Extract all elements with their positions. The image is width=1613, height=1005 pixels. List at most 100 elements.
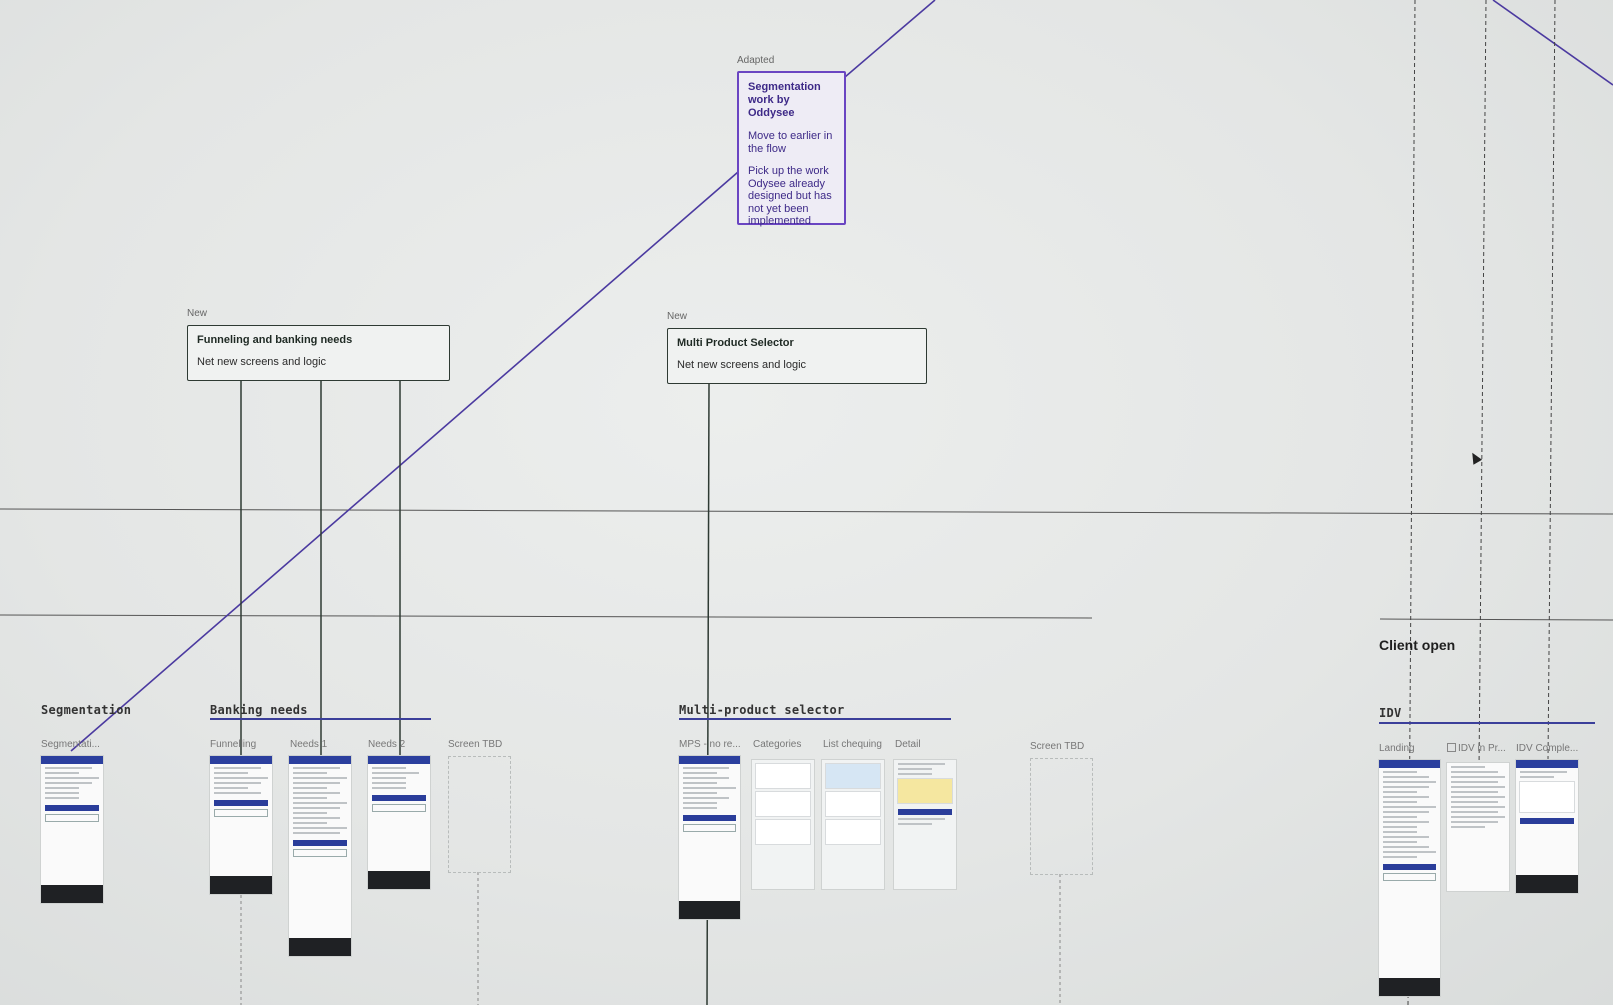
screen-line	[1383, 821, 1429, 823]
screen-thumb-segmentation[interactable]	[41, 756, 103, 903]
frame-label-screen-tbd-mps[interactable]: Screen TBD	[1030, 741, 1085, 752]
screen-thumb-list-chequing[interactable]	[822, 760, 884, 889]
screen-thumb-needs-1[interactable]	[289, 756, 351, 956]
screen-primary-button	[45, 805, 99, 811]
screen-header	[1379, 760, 1440, 768]
screen-line	[293, 782, 340, 784]
screen-line	[1451, 781, 1498, 783]
screen-primary-button	[898, 809, 952, 815]
screen-secondary-button	[214, 809, 268, 817]
screen-line	[293, 792, 340, 794]
screen-primary-button	[372, 795, 426, 801]
screen-placeholder-mps[interactable]	[1030, 758, 1093, 875]
screen-line	[45, 767, 92, 769]
screen-header	[41, 756, 103, 764]
frame-label-segmentation[interactable]: Segmentati...	[41, 739, 100, 750]
screen-footer	[1516, 875, 1578, 893]
category-tile	[756, 764, 810, 788]
connector-purple-main	[70, 171, 739, 752]
screen-line	[1383, 776, 1429, 778]
frame-label-screen-tbd-banking[interactable]: Screen TBD	[448, 739, 503, 750]
screen-line	[45, 792, 80, 794]
tag-new-funneling: New	[187, 308, 208, 319]
frame-label-needs-1[interactable]: Needs 1	[290, 739, 328, 750]
product-tile	[826, 820, 880, 844]
screen-thumb-idv-landing[interactable]	[1379, 760, 1440, 996]
frame-label-idv-complete[interactable]: IDV Comple...	[1516, 743, 1578, 754]
screen-header	[368, 756, 430, 764]
screen-thumb-idv-complete[interactable]	[1516, 760, 1578, 893]
screen-line	[898, 818, 945, 820]
screen-line	[1520, 771, 1567, 773]
screen-thumb-categories[interactable]	[752, 760, 814, 889]
frame-label-categories[interactable]: Categories	[753, 739, 802, 750]
screen-line	[683, 797, 729, 799]
screen-footer	[679, 901, 740, 919]
guide-line-upper	[0, 508, 1613, 515]
screen-secondary-button	[372, 804, 426, 812]
screen-secondary-button	[1383, 873, 1436, 881]
frame-label-idv-in-progress-text: IDV in Pr...	[1458, 743, 1505, 754]
screen-line	[1383, 846, 1429, 848]
section-title-idv: IDV	[1379, 706, 1402, 720]
screen-line	[1520, 776, 1555, 778]
screen-line	[1451, 786, 1505, 788]
screen-line	[293, 827, 347, 829]
screen-line	[293, 787, 328, 789]
product-tile-selected	[826, 764, 880, 788]
frame-label-list-chequing[interactable]: List chequing	[823, 739, 882, 750]
screen-line	[214, 787, 249, 789]
screen-thumb-needs-2[interactable]	[368, 756, 430, 889]
screen-line	[214, 772, 249, 774]
frame-label-funnelling[interactable]: Funnelling	[210, 739, 257, 750]
screen-line	[683, 767, 729, 769]
screen-thumb-funnelling[interactable]	[210, 756, 272, 894]
guide-line-lower	[0, 614, 1093, 619]
screen-line	[372, 787, 407, 789]
screen-primary-button	[1520, 818, 1574, 824]
segmentation-note-line-1: Move to earlier in the flow	[748, 130, 833, 155]
screen-line	[293, 772, 328, 774]
screen-line	[1451, 806, 1505, 808]
screen-line	[683, 807, 717, 809]
screen-line	[45, 787, 80, 789]
mps-card-subtitle: Net new screens and logic	[677, 359, 807, 371]
tag-adapted: Adapted	[737, 55, 775, 66]
funneling-card-subtitle: Net new screens and logic	[197, 356, 327, 368]
category-tile	[756, 820, 810, 844]
screen-header	[210, 756, 272, 764]
screen-thumb-detail[interactable]	[894, 760, 956, 889]
screen-line	[293, 767, 340, 769]
dashed-line-2	[1478, 0, 1487, 771]
funneling-card[interactable]: Funneling and banking needs Net new scre…	[187, 325, 450, 381]
screen-line	[45, 782, 92, 784]
screen-primary-button	[214, 800, 268, 806]
frame-label-mps-no-re[interactable]: MPS - no re...	[679, 739, 741, 750]
frame-label-landing[interactable]: Landing	[1379, 743, 1415, 754]
promo-tile	[898, 779, 952, 803]
screen-line	[1451, 816, 1505, 818]
screen-line	[683, 787, 736, 789]
frame-label-detail[interactable]: Detail	[895, 739, 921, 750]
client-open-title: Client open	[1379, 637, 1456, 653]
mps-card[interactable]: Multi Product Selector Net new screens a…	[667, 328, 927, 384]
section-title-segmentation: Segmentation	[41, 703, 132, 717]
segmentation-note-card[interactable]: Segmentation work by Oddysee Move to ear…	[737, 71, 846, 227]
screen-line	[293, 832, 340, 834]
screen-thumb-mps-no-recommendation[interactable]	[679, 756, 740, 919]
screen-line	[1383, 811, 1429, 813]
screen-thumb-idv-in-progress[interactable]	[1447, 763, 1509, 891]
screen-line	[45, 797, 80, 799]
screen-line	[372, 782, 407, 784]
frame-label-needs-2[interactable]: Needs 2	[368, 739, 406, 750]
screen-placeholder-banking[interactable]	[448, 756, 511, 873]
screen-primary-button	[1383, 864, 1436, 870]
screen-line	[898, 763, 945, 765]
screen-line	[1451, 801, 1498, 803]
guide-line-client	[1379, 618, 1613, 621]
screen-line	[1383, 841, 1417, 843]
frame-label-idv-in-progress[interactable]: IDV in Pr...	[1447, 743, 1505, 754]
screen-line	[293, 797, 328, 799]
screen-line	[372, 772, 419, 774]
